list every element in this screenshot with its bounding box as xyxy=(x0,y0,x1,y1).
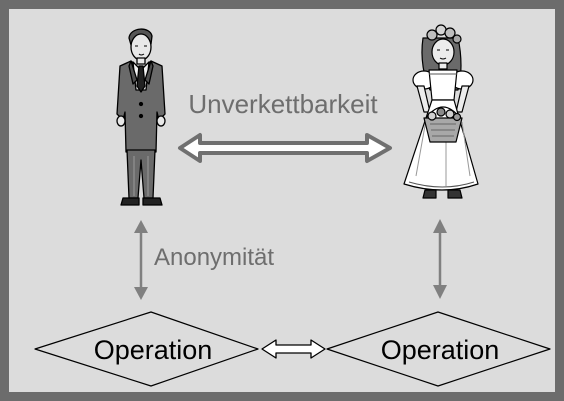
operation-label-left: Operation xyxy=(94,335,213,365)
man-in-suit-icon xyxy=(116,28,166,206)
unlinkability-label: Unverkettbarkeit xyxy=(188,89,378,119)
woman-in-dress-icon xyxy=(403,24,479,199)
operation-node-left: Operation xyxy=(34,311,259,387)
operation-node-right: Operation xyxy=(326,311,551,387)
anonymity-arrow-left xyxy=(134,220,148,300)
anonymity-label: Anonymität xyxy=(154,244,274,271)
unlinkability-arrow xyxy=(178,133,392,163)
operation-link-arrow xyxy=(261,339,326,359)
anonymity-arrow-right xyxy=(433,219,447,299)
operation-label-right: Operation xyxy=(381,335,500,365)
